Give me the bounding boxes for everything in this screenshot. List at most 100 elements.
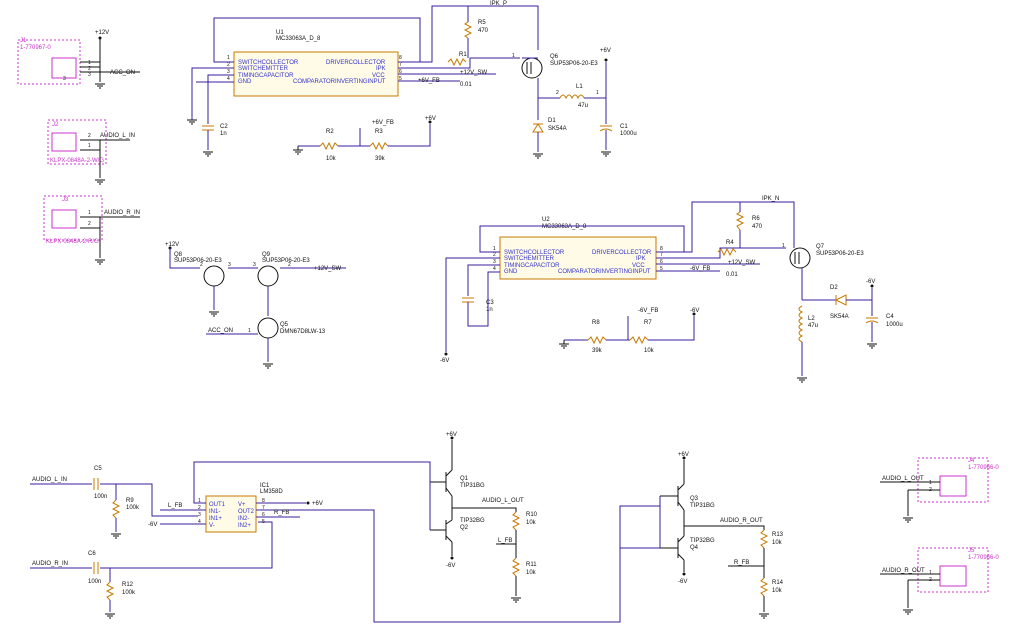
q7-part: SUP53P06-20-E3 (816, 251, 864, 257)
u1-num8: 8 (399, 55, 402, 61)
c2-value: 1n (220, 131, 227, 137)
u2-pin-cmp: COMPARATORINVERTINGINPUT (558, 269, 651, 275)
ic1-pin-out2: OUT2 (238, 509, 255, 515)
u1-num5: 5 (399, 76, 402, 82)
j2-ref: J2 (52, 122, 59, 128)
ic1-pin-in1m: IN1- (209, 509, 220, 515)
rail-12v-j1: +12V (95, 30, 109, 36)
l2-value: 47u (808, 323, 818, 329)
u2-pin-dc: DRIVERCOLLECTOR (592, 250, 652, 256)
c1-value: 1000u (620, 131, 637, 137)
r1-ref: R1 (459, 52, 467, 58)
q9-pin3: 3 (253, 262, 256, 268)
c6-value: 100n (88, 579, 101, 585)
u2-num3: 3 (493, 259, 496, 265)
net-m6v-fb-r7: -6V_FB (638, 308, 658, 314)
u2-pin-se: SWITCHEMITTER (504, 256, 555, 262)
u1-pin-tc: TIMINGCAPACITOR (238, 73, 294, 79)
ic-u1: U1 MC33063A_D_8 SWITCHCOLLECTOR SWITCHEM… (227, 30, 402, 97)
net-audio-l-in: AUDIO_L_IN (32, 477, 67, 483)
c5-value: 100n (94, 494, 107, 500)
r12-ref: R12 (122, 582, 134, 588)
j2-part: KLPX-0848A-2-W/G (50, 158, 104, 164)
c3-ref: C3 (486, 300, 494, 306)
connector-j1: J1 1-770967-0 1 2 3 3 ACC_ON +12V (17, 30, 140, 89)
j1-pin1: 1 (88, 60, 91, 66)
diode-d2: -6V D2 SK54A (802, 279, 875, 320)
q2-part: TIP32BG (460, 518, 485, 524)
q8-ref: Q8 (174, 252, 183, 258)
c5-ref: C5 (94, 466, 102, 472)
u1-num2: 2 (227, 62, 230, 68)
l1-value: 47u (578, 103, 588, 109)
ic1-num7: 7 (262, 505, 265, 511)
gnd-j1 (95, 83, 105, 89)
r5-ref: R5 (478, 20, 486, 26)
gnd-l2 (797, 377, 807, 383)
j5-part: 1-770966-0 (968, 555, 999, 561)
ic-u2: U2 MC33063A_D_8 SWITCHCOLLECTOR SWITCHEM… (493, 217, 663, 280)
u2-pin-vcc: VCC (632, 263, 645, 269)
l1-pin2: 2 (556, 90, 559, 96)
net-acc-on-q5: ACC_ON (208, 328, 233, 334)
gnd-r11 (511, 597, 521, 603)
q7-ref: Q7 (816, 244, 825, 250)
net-6v-fb-u1: +6V_FB (418, 78, 440, 84)
r6-ref: R6 (752, 216, 760, 222)
d1-part: SK54A (548, 126, 567, 132)
j4-part: 1-770966-0 (968, 465, 999, 471)
rail-6v-ic1: +6V (312, 501, 323, 507)
q1-part: TIP31BG (460, 483, 485, 489)
audio-input-r: AUDIO_R_IN C6 100n R12 100k (30, 521, 273, 619)
net-audio-r-in-j3: AUDIO_R_IN (104, 210, 140, 216)
d2-ref: D2 (830, 285, 838, 291)
r2-ref: R2 (326, 129, 334, 135)
capacitor-c1: C1 1000u (599, 98, 637, 157)
r11-ref: R11 (526, 562, 537, 568)
u1-pin-dc: DRIVERCOLLECTOR (326, 60, 386, 66)
pushpull-right: +6V Q3 TIP31BG AUDIO_R_OUT TIP32BG Q4 -6… (620, 452, 765, 585)
q2-ref: Q2 (460, 525, 469, 531)
gnd-c2 (203, 151, 213, 157)
r13-value: 10k (772, 540, 783, 546)
q4-ref: Q4 (690, 545, 699, 551)
ic1-pin-in1p: IN1+ (209, 516, 222, 522)
q9-pin2: 2 (288, 262, 291, 268)
net-m6v-fb-u2: -6V_FB (690, 266, 710, 272)
ic1-pin-in2m: IN2- (238, 516, 249, 522)
gnd-u1-left (187, 119, 197, 125)
rail-12v-q8: +12V (165, 242, 179, 248)
gnd-j2 (95, 179, 105, 185)
resistor-r5: R5 470 (463, 20, 489, 39)
c4-ref: C4 (886, 314, 894, 320)
r4-ref: R4 (726, 240, 734, 246)
r7-value: 10k (644, 348, 655, 354)
u2-num7: 7 (660, 252, 663, 258)
resistor-r6: R6 470 (735, 211, 763, 231)
net-audio-r-out: AUDIO_R_OUT (720, 518, 763, 524)
u1-pin-cmp: COMPARATORINVERTINGINPUT (293, 79, 386, 85)
ic1-num3: 3 (198, 512, 201, 518)
q1-ref: Q1 (460, 476, 469, 482)
rail-m6v-q4: -6V (678, 579, 687, 585)
inductor-l1: L1 47u 2 1 +6V (538, 48, 611, 109)
gnd-r14 (759, 613, 769, 619)
c1-ref: C1 (620, 124, 628, 130)
net-l-fb-r11: L_FB (498, 538, 512, 544)
ic1-ref: IC1 (260, 483, 270, 489)
c2-ref: C2 (220, 124, 228, 130)
gnd-c4 (867, 343, 877, 349)
u2-part: MC33063A_D_8 (542, 224, 587, 230)
c6-ref: C6 (88, 551, 96, 557)
j4-ref: J4 (968, 458, 975, 464)
r10-value: 10k (526, 520, 537, 526)
audio-input-l: AUDIO_L_IN C5 100n R9 100k (30, 466, 198, 539)
j2-pin1: 1 (88, 143, 91, 149)
u1-pin-se: SWITCHEMITTER (238, 66, 289, 72)
u1-pin-gnd: GND (238, 79, 252, 85)
rail-6v-q1: +6V (446, 432, 457, 438)
u2-num2: 2 (493, 252, 496, 258)
rail-6v-l1: +6V (600, 48, 611, 54)
gnd-q8 (209, 311, 219, 317)
ic1-num8: 8 (262, 498, 265, 504)
